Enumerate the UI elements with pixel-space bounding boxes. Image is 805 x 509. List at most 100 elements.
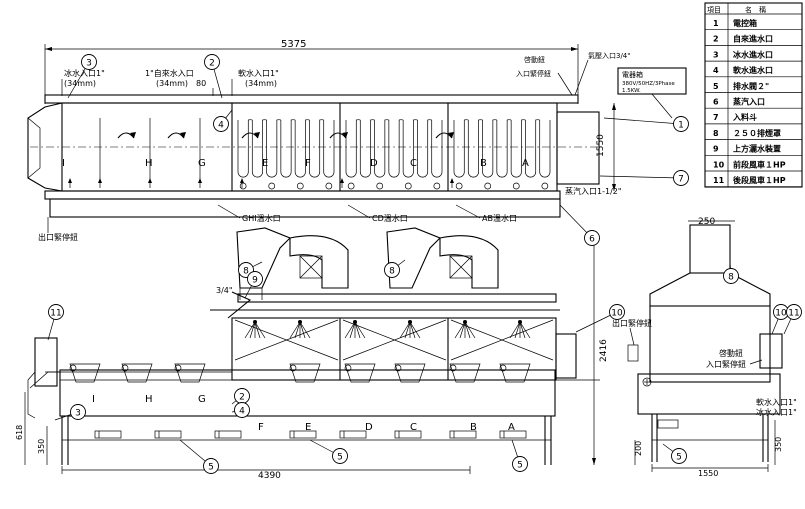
front-zone-letter: H xyxy=(145,394,153,405)
coil-path xyxy=(453,119,551,178)
nozzle-spray xyxy=(249,321,256,339)
tap-inlet-label: 1"自來水入口 xyxy=(145,68,194,78)
control-box-spec1: 380V/50HZ/3Phase xyxy=(622,81,675,87)
control-box-spec2: 1.5KW. xyxy=(622,88,641,94)
legend-row-name: ２５０排煙罩 xyxy=(733,128,781,138)
side-view: 250 出口緊停鈕 啓動鈕 入口緊停鈕 軟水入口1" 冰水入口1" 200 35… xyxy=(612,217,797,478)
callout-number: 3 xyxy=(75,409,81,419)
legend-row-no: 3 xyxy=(713,50,719,59)
bucket xyxy=(174,363,206,383)
dim-350: 350 xyxy=(37,439,46,454)
front-zone-letter: D xyxy=(365,422,373,433)
callout-number: 5 xyxy=(517,461,523,471)
callout-circle xyxy=(203,458,219,474)
flow-arrow-head xyxy=(240,178,244,183)
drain-valve xyxy=(289,430,317,439)
nozzle-spray xyxy=(454,321,466,339)
legend-row-no: 5 xyxy=(713,82,719,91)
legend-row-name: 電控箱 xyxy=(733,18,757,28)
nozzle-spray xyxy=(464,321,471,339)
nozzle-spray xyxy=(349,321,356,339)
legend-row-name: 冰水進水口 xyxy=(733,49,773,59)
bucket-pivot xyxy=(394,364,402,372)
drain-valves xyxy=(94,430,527,439)
legend-row-no: 8 xyxy=(713,129,719,138)
bucket-pivot xyxy=(499,364,507,372)
callout-number: 8 xyxy=(389,267,395,277)
callout-number: 5 xyxy=(208,463,214,473)
coil-end xyxy=(239,182,247,190)
flow-arrow-head xyxy=(98,178,102,183)
coil-end xyxy=(296,182,304,190)
front-zone-letter: E xyxy=(305,422,311,433)
callout-number: 5 xyxy=(676,453,682,463)
legend-row-name: 入料斗 xyxy=(732,112,757,122)
nozzle-spray xyxy=(514,321,521,339)
callout-circle xyxy=(584,230,600,246)
ice-inlet-label: 冰水入口1" xyxy=(64,68,105,78)
tap-inlet-mm: (34mm) xyxy=(156,79,188,88)
drain-ab-label: AB溫水口 xyxy=(482,213,517,223)
callout-circle xyxy=(723,268,739,284)
nozzle-spray xyxy=(509,321,521,339)
drain-valve xyxy=(499,430,527,439)
nozzle-head xyxy=(353,320,357,324)
air-inlet-label: 氣壓入口3/4" xyxy=(588,51,631,60)
callout-number: 5 xyxy=(337,453,343,463)
control-box-title: 電器箱 xyxy=(622,70,643,79)
truss-braces xyxy=(234,319,554,361)
coil-end xyxy=(541,182,549,190)
front-zone-letter: G xyxy=(198,394,206,405)
callout-leader xyxy=(599,175,682,179)
callout-number: 4 xyxy=(218,121,224,131)
nozzle-spray xyxy=(519,321,526,339)
callout-number: 8 xyxy=(243,267,249,277)
legend-row-no: 4 xyxy=(713,66,719,75)
bucket xyxy=(499,363,531,383)
top-zone-letter: C xyxy=(410,158,417,169)
nozzle-spray xyxy=(354,321,361,339)
drain-cd-label: CD溫水口 xyxy=(372,213,408,223)
nozzle-spray xyxy=(294,321,301,339)
side-start-button-label: 啓動鈕 xyxy=(719,348,743,358)
legend-row-name: 蒸汽入口 xyxy=(733,97,765,107)
flow-arrow-head xyxy=(68,178,72,183)
nozzle-spray xyxy=(299,321,306,339)
overall-length-dim: 5375 xyxy=(281,39,306,50)
legend-row-name: 後段風車１HP xyxy=(733,175,786,185)
exit-estop-label: 出口緊停鈕 xyxy=(38,232,78,242)
pipe-size-label: 3/4" xyxy=(216,286,233,295)
hood-dim: 250 xyxy=(698,217,715,227)
flow-arrow-head xyxy=(198,178,202,183)
legend-row-name: 上方灑水裝置 xyxy=(733,144,781,154)
drain-valve xyxy=(154,430,182,439)
front-zone-letter: C xyxy=(410,422,417,433)
nozzle-spray xyxy=(404,321,411,339)
top-zone-letter: F xyxy=(305,158,311,169)
side-entry-estop-label: 入口緊停鈕 xyxy=(706,359,746,369)
coil-end xyxy=(347,182,355,190)
callout-circle xyxy=(332,448,348,464)
nozzle-spray xyxy=(409,321,421,339)
callout-number: 11 xyxy=(788,309,799,319)
callout-number: 4 xyxy=(239,407,245,417)
bucket xyxy=(121,363,153,383)
side-dim-200: 200 xyxy=(634,441,643,456)
top-zone-letter: A xyxy=(522,158,529,169)
top-zone-letter: I xyxy=(62,158,65,169)
coil-end xyxy=(404,182,412,190)
coil-end xyxy=(376,182,384,190)
callout-number: 3 xyxy=(86,59,92,69)
callout-number: 6 xyxy=(589,235,595,245)
width-dim: 1550 xyxy=(596,134,606,157)
coil-end xyxy=(268,182,276,190)
legend-row-name: 軟水進水口 xyxy=(733,65,773,75)
dim-618: 618 xyxy=(15,425,24,440)
bucket-pivot xyxy=(289,364,297,372)
callout-number: 8 xyxy=(728,273,734,283)
